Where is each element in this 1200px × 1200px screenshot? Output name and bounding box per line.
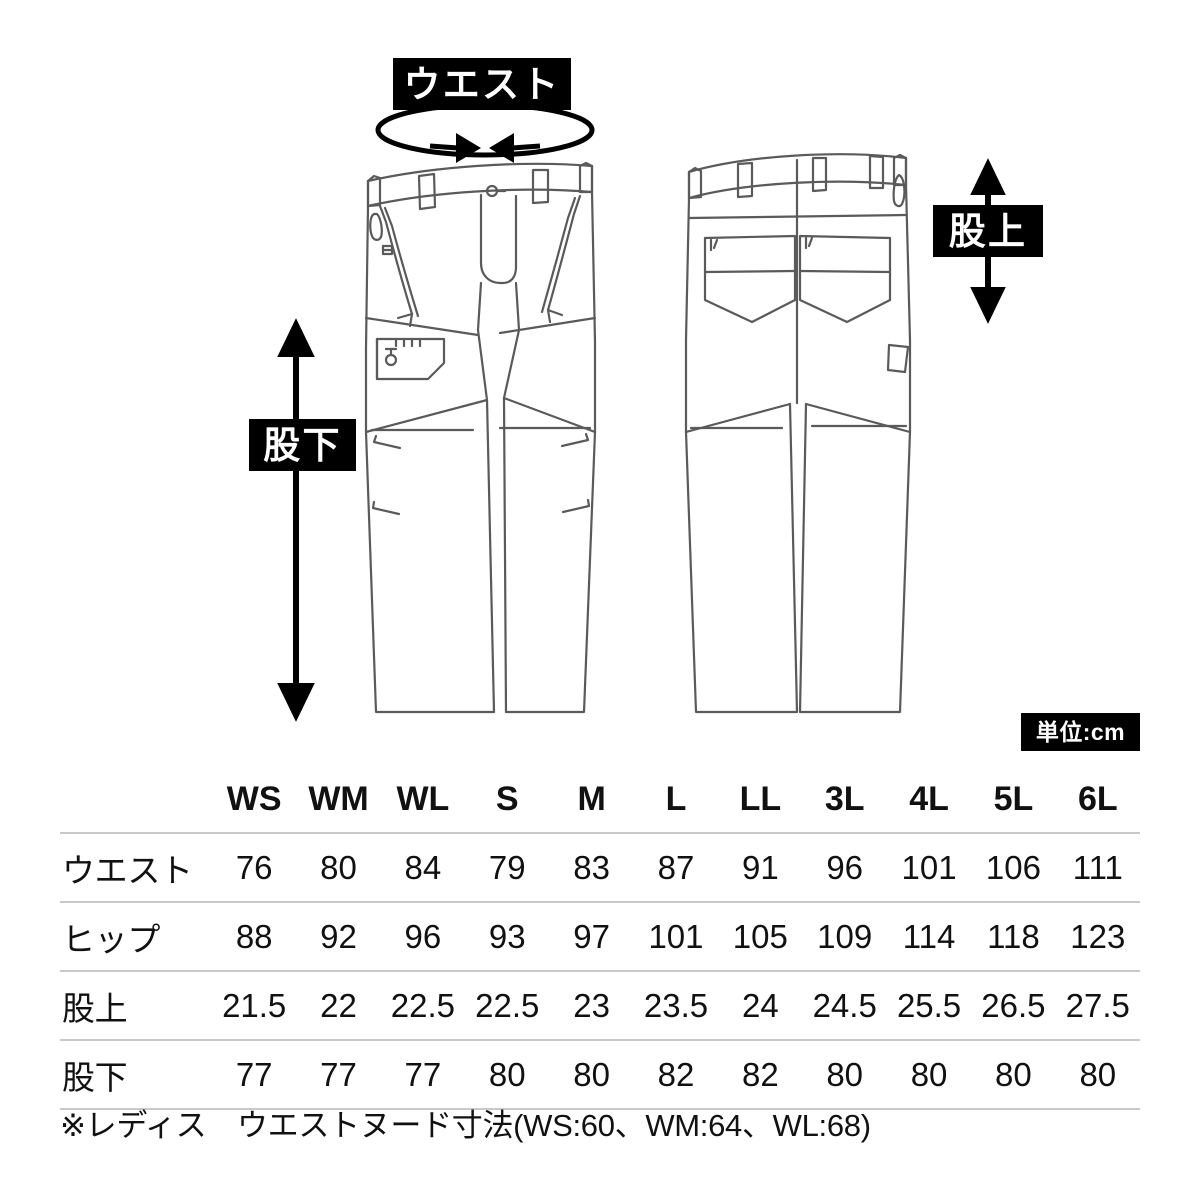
label-rise: 股上 [933, 205, 1043, 257]
table-cell: 96 [380, 901, 466, 971]
table-cell: 96 [802, 832, 887, 902]
table-cell: 83 [549, 832, 634, 902]
table-cell: 82 [633, 1039, 719, 1110]
pants-illustrations-svg [277, 102, 1006, 722]
front-pants-group [364, 161, 597, 714]
row-label: ヒップ [60, 901, 212, 971]
table-cell: 114 [886, 901, 972, 971]
table-cell: 23 [549, 970, 634, 1040]
table-cell: 87 [633, 832, 719, 902]
label-inseam: 股下 [249, 419, 356, 471]
column-header: 3L [824, 779, 865, 818]
table-cell: 80 [549, 1039, 634, 1110]
waist-arrow-right-icon [489, 133, 514, 163]
column-header: 5L [993, 779, 1034, 818]
table-row: 股上 21.5 22 22.5 22.5 23 23.5 24 24.5 25.… [60, 970, 1140, 1040]
table-row: ウエスト 76 80 84 79 83 87 91 96 101 106 111 [60, 832, 1140, 902]
footnote-text: ※レディス ウエストヌード寸法(WS:60、WM:64、WL:68) [60, 1108, 871, 1143]
pants-measurement-diagram: ウエスト 股上 股下 単位:cm [249, 58, 1140, 751]
table-row: ヒップ 88 92 96 93 97 101 105 109 114 118 1… [60, 901, 1140, 971]
waist-arrow-left-icon [456, 133, 481, 163]
table-header-row: WS WM WL S M L LL 3L 4L 5L 6L [60, 770, 1140, 833]
table-cell: 26.5 [971, 970, 1056, 1040]
table-cell: 88 [212, 901, 297, 971]
table-cell: 21.5 [212, 970, 297, 1040]
table-cell: 91 [718, 832, 803, 902]
table-cell: 25.5 [886, 970, 972, 1040]
table-cell: 109 [802, 901, 887, 971]
table-cell: 77 [380, 1039, 466, 1110]
table-cell: 77 [212, 1039, 297, 1110]
column-header: WM [308, 779, 369, 818]
table-cell: 23.5 [633, 970, 719, 1040]
column-header: 4L [909, 779, 949, 818]
row-label: 股下 [60, 1039, 212, 1110]
column-header: WL [396, 779, 450, 818]
size-table: WS WM WL S M L LL 3L 4L 5L 6L ウエスト 76 80… [60, 770, 1140, 1110]
table-corner-cell [60, 770, 212, 833]
table-cell: 101 [886, 832, 972, 902]
table-cell: 77 [296, 1039, 381, 1110]
table-cell: 22 [296, 970, 381, 1040]
column-header: L [665, 779, 687, 818]
table-cell: 111 [1055, 832, 1140, 902]
table-cell: 82 [718, 1039, 803, 1110]
table-cell: 80 [802, 1039, 887, 1110]
row-label: ウエスト [60, 832, 212, 902]
table-cell: 80 [1055, 1039, 1140, 1110]
table-cell: 97 [549, 901, 634, 971]
table-cell: 80 [296, 832, 381, 902]
table-cell: 22.5 [465, 970, 550, 1040]
table-cell: 22.5 [380, 970, 466, 1040]
unit-badge: 単位:cm [1021, 713, 1140, 751]
column-header: M [577, 779, 606, 818]
table-cell: 24 [718, 970, 803, 1040]
inseam-measure-arrow-icon [277, 318, 315, 722]
column-header: LL [739, 779, 782, 818]
table-cell: 84 [380, 832, 466, 902]
table-cell: 80 [886, 1039, 972, 1110]
table-cell: 101 [633, 901, 719, 971]
table-cell: 123 [1055, 901, 1140, 971]
table-cell: 76 [212, 832, 297, 902]
table-row: 股下 77 77 77 80 80 82 82 80 80 80 80 [60, 1039, 1140, 1110]
column-header: 6L [1077, 779, 1118, 818]
back-pants-group [684, 153, 912, 714]
column-header: WS [226, 779, 282, 818]
column-header: S [495, 779, 519, 818]
waist-measure-icon [375, 102, 595, 158]
table-cell: 80 [971, 1039, 1056, 1110]
table-cell: 93 [465, 901, 550, 971]
table-cell: 105 [718, 901, 803, 971]
table-cell: 24.5 [802, 970, 887, 1040]
row-label: 股上 [60, 970, 212, 1040]
label-waist: ウエスト [393, 58, 571, 110]
table-cell: 27.5 [1055, 970, 1140, 1040]
table-cell: 92 [296, 901, 381, 971]
table-cell: 118 [971, 901, 1056, 971]
table-cell: 106 [971, 832, 1056, 902]
table-cell: 80 [465, 1039, 550, 1110]
table-cell: 79 [465, 832, 550, 902]
